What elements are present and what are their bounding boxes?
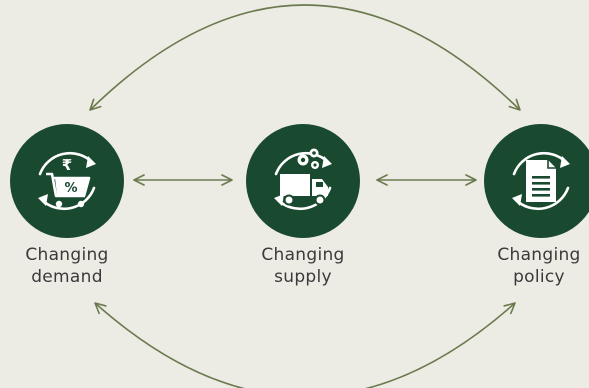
document-icon (512, 151, 570, 211)
label-changing-demand: Changing demand (2, 244, 132, 288)
connector-arc-top (89, 4, 521, 111)
label-line-1: Changing (497, 245, 581, 265)
node-changing-demand: ₹ % (10, 124, 124, 238)
label-line-2: demand (31, 267, 103, 287)
label-line-2: supply (274, 267, 332, 287)
node-changing-policy (484, 124, 589, 238)
svg-text:₹: ₹ (62, 156, 72, 174)
delivery-truck-gears-icon (274, 148, 332, 211)
label-line-2: policy (513, 267, 565, 287)
label-changing-policy: Changing policy (474, 244, 589, 288)
shopping-cart-rupee-discount-icon: ₹ % (38, 151, 96, 211)
svg-text:%: % (64, 181, 77, 196)
node-changing-supply (246, 124, 360, 238)
label-changing-supply: Changing supply (238, 244, 368, 288)
label-line-1: Changing (25, 245, 109, 265)
connector-arc-bottom (94, 302, 516, 388)
label-line-1: Changing (261, 245, 345, 265)
